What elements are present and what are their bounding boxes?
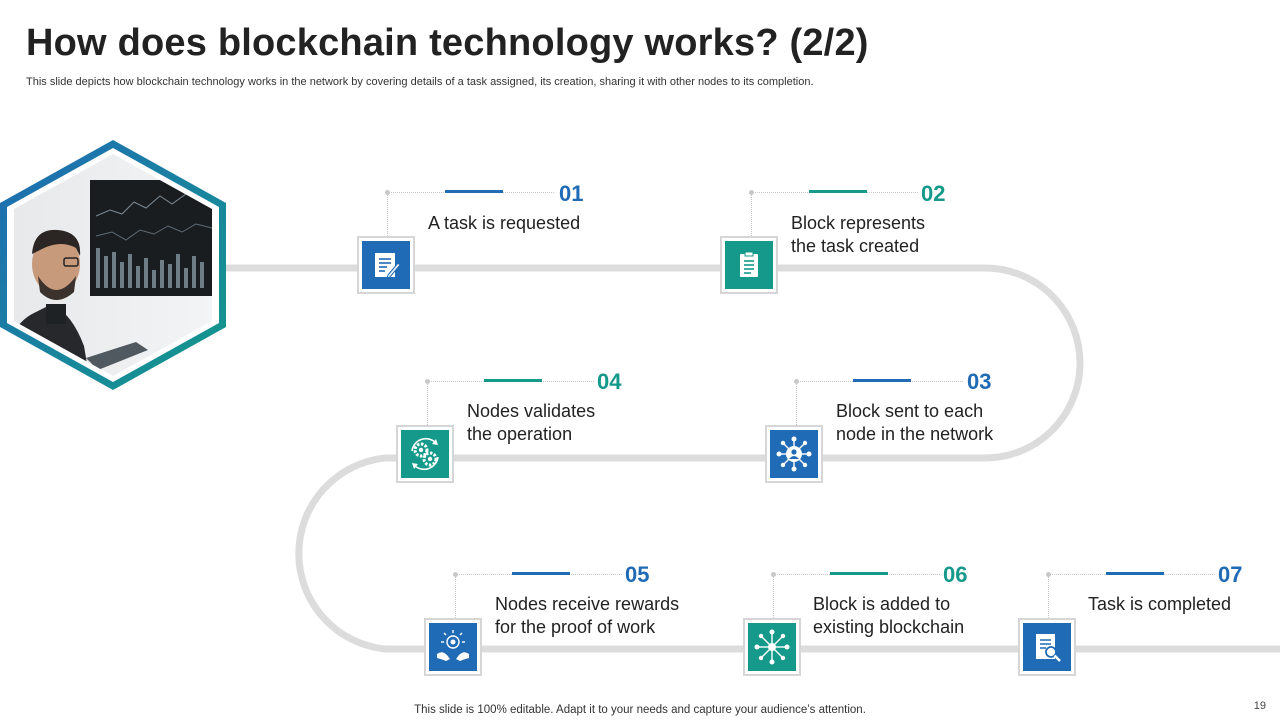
step-03-line1: Block sent to each xyxy=(836,401,984,421)
step-01-label: A task is requested xyxy=(428,212,580,235)
step-07-number: 07 xyxy=(1218,562,1243,587)
page-subtitle: This slide depicts how blockchain techno… xyxy=(26,76,814,88)
step-03-label: Block sent to each node in the network xyxy=(836,400,993,446)
step-03-number: 03 xyxy=(967,369,992,394)
step-06-number: 06 xyxy=(943,562,968,587)
step-05-accent-bar xyxy=(512,572,570,575)
hub-network-icon xyxy=(754,629,790,665)
checklist-pen-icon xyxy=(375,253,401,279)
step-03-dot xyxy=(794,379,799,384)
step-06-line1: Block is added to xyxy=(813,594,951,614)
step-02-number: 02 xyxy=(921,181,946,206)
gears-icon xyxy=(411,437,439,471)
step-06-dot xyxy=(771,572,776,577)
step-04-dot xyxy=(425,379,430,384)
step-04-line2: the operation xyxy=(467,424,573,444)
step-01-dot xyxy=(385,190,390,195)
step-05-line1: Nodes receive rewards xyxy=(495,594,680,614)
step-07-line1: Task is completed xyxy=(1088,594,1232,614)
step-01-number: 01 xyxy=(559,181,584,206)
step-02-accent-bar xyxy=(809,190,867,193)
step-04-connector xyxy=(427,381,428,425)
step-04-line1: Nodes validates xyxy=(467,401,596,421)
step-07-connector xyxy=(1048,574,1049,618)
step-06-accent-bar xyxy=(830,572,888,575)
step-01-accent-bar xyxy=(445,190,503,193)
step-07-dot xyxy=(1046,572,1051,577)
clipboard-icon xyxy=(740,251,758,277)
step-06-icon-box xyxy=(743,618,801,676)
step-04-icon-box xyxy=(396,425,454,483)
step-02-dot xyxy=(749,190,754,195)
step-03-connector xyxy=(796,381,797,425)
hands-reward-icon xyxy=(437,630,469,661)
step-01-icon-box xyxy=(357,236,415,294)
step-02-label: Block represents the task created xyxy=(791,212,925,258)
step-01-line1: A task is requested xyxy=(428,213,581,233)
step-06-line2: existing blockchain xyxy=(813,617,965,637)
step-05-dot xyxy=(453,572,458,577)
step-03-line2: node in the network xyxy=(836,424,994,444)
step-05-icon-box xyxy=(424,618,482,676)
step-02-line1: Block represents xyxy=(791,213,926,233)
step-02-line2: the task created xyxy=(791,236,920,256)
step-05-number: 05 xyxy=(625,562,650,587)
step-04-accent-bar xyxy=(484,379,542,382)
step-03-icon-box xyxy=(765,425,823,483)
step-06-connector xyxy=(773,574,774,618)
step-05-label: Nodes receive rewards for the proof of w… xyxy=(495,593,679,639)
step-05-line2: for the proof of work xyxy=(495,617,656,637)
network-nodes-icon xyxy=(776,436,812,472)
step-04-label: Nodes validates the operation xyxy=(467,400,595,446)
footer-note: This slide is 100% editable. Adapt it to… xyxy=(414,704,866,716)
page-title: How does blockchain technology works? (2… xyxy=(26,22,869,64)
step-02-connector xyxy=(751,192,752,236)
step-01-connector xyxy=(387,192,388,236)
step-07-accent-bar xyxy=(1106,572,1164,575)
step-02-icon-box xyxy=(720,236,778,294)
presenter-photo xyxy=(0,136,232,399)
step-07-icon-box xyxy=(1018,618,1076,676)
page-number: 19 xyxy=(1253,700,1266,712)
step-06-label: Block is added to existing blockchain xyxy=(813,593,964,639)
step-07-label: Task is completed xyxy=(1088,593,1231,616)
step-05-connector xyxy=(455,574,456,618)
document-search-icon xyxy=(1036,634,1061,662)
step-04-number: 04 xyxy=(597,369,622,394)
step-03-accent-bar xyxy=(853,379,911,382)
